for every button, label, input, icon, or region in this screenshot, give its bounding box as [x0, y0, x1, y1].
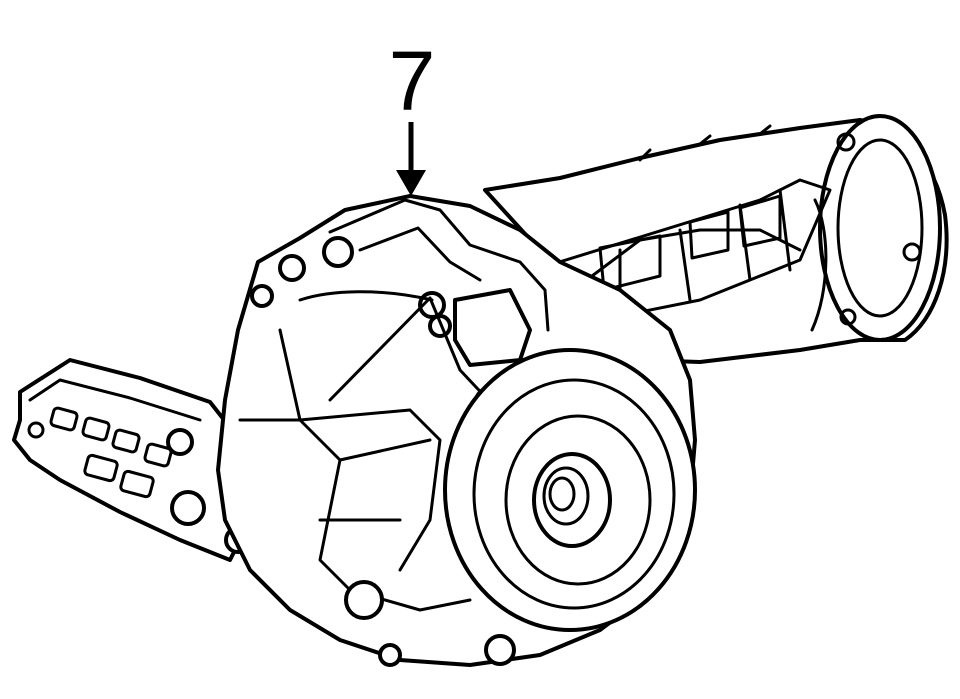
mounting-arm [12, 358, 252, 562]
axle-flange [443, 348, 697, 632]
differential-housing [12, 114, 949, 667]
callout-arrow [396, 122, 426, 196]
callout-number: 7 [389, 34, 436, 128]
